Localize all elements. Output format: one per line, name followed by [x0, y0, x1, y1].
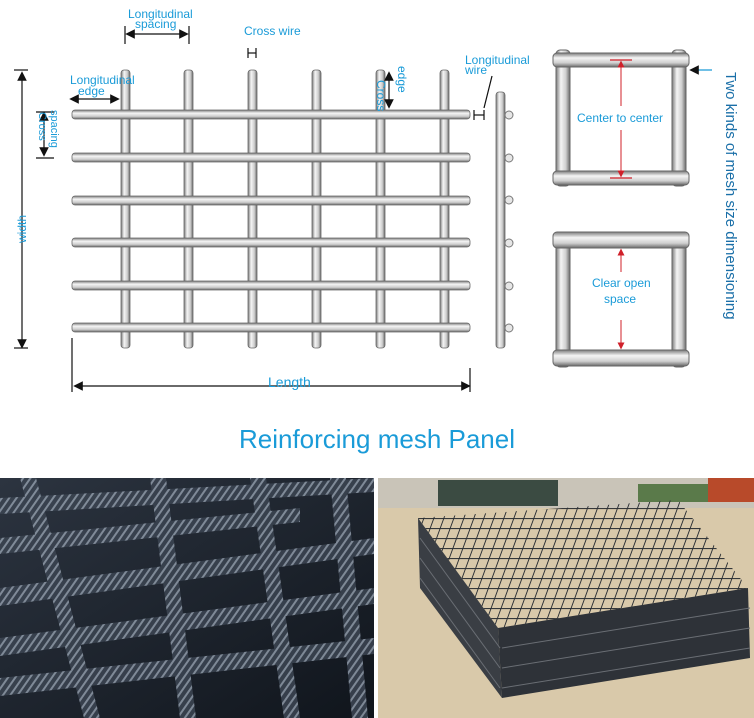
cross-wire	[71, 152, 471, 163]
longitudinal-spacing-label: Longitudinal	[128, 7, 193, 21]
longitudinal-wire-label-2: wire	[465, 63, 488, 77]
cross-spacing-label: Cross	[36, 112, 48, 141]
cross-wires	[71, 109, 471, 333]
cross-wire-label: Cross wire	[244, 24, 301, 38]
clear-open-space-label: Clear open	[592, 276, 651, 290]
longitudinal-wire	[247, 69, 258, 349]
cross-wire	[71, 322, 471, 333]
longitudinal-spacing-label-2: spacing	[135, 17, 177, 31]
longitudinal-wire-label: Longitudinal	[465, 53, 530, 67]
side-view	[495, 91, 514, 349]
center-to-center-diagram	[552, 49, 690, 187]
cross-wire	[71, 280, 471, 291]
mesh-diagram: Longitudinal spacing Cross wire Longitud…	[14, 7, 739, 392]
longitudinal-wire	[311, 69, 322, 349]
cross-edge-label: Cross	[374, 80, 388, 112]
center-to-center-label: Center to center	[577, 111, 664, 125]
dimension-lines	[14, 26, 493, 392]
longitudinal-edge-label: Longitudinal	[70, 73, 135, 87]
cross-edge-label-2: edge	[395, 66, 409, 93]
length-label: Length	[268, 374, 311, 390]
longitudinal-wire	[183, 69, 194, 349]
mesh-drawing	[14, 26, 712, 392]
stacked-mesh-panels-photo	[378, 478, 754, 718]
longitudinal-wire	[439, 69, 450, 349]
cross-wire	[71, 195, 471, 206]
longitudinal-wires	[120, 69, 450, 349]
clear-open-space-label-2: space	[604, 292, 637, 306]
clear-open-space-diagram	[552, 231, 690, 368]
page-title: Reinforcing mesh Panel	[238, 424, 516, 454]
longitudinal-edge-label-2: edge	[78, 84, 105, 98]
rebar-closeup-photo	[0, 478, 374, 718]
mesh-size-dimensioning-label: Two kinds of mesh size dimensioning	[722, 72, 739, 320]
width-label: width	[15, 214, 29, 243]
cross-spacing-label-2: spacing	[48, 110, 60, 148]
cross-wire	[71, 109, 471, 120]
longitudinal-wire	[375, 69, 386, 349]
longitudinal-wire	[120, 69, 131, 349]
cross-wire	[71, 237, 471, 248]
